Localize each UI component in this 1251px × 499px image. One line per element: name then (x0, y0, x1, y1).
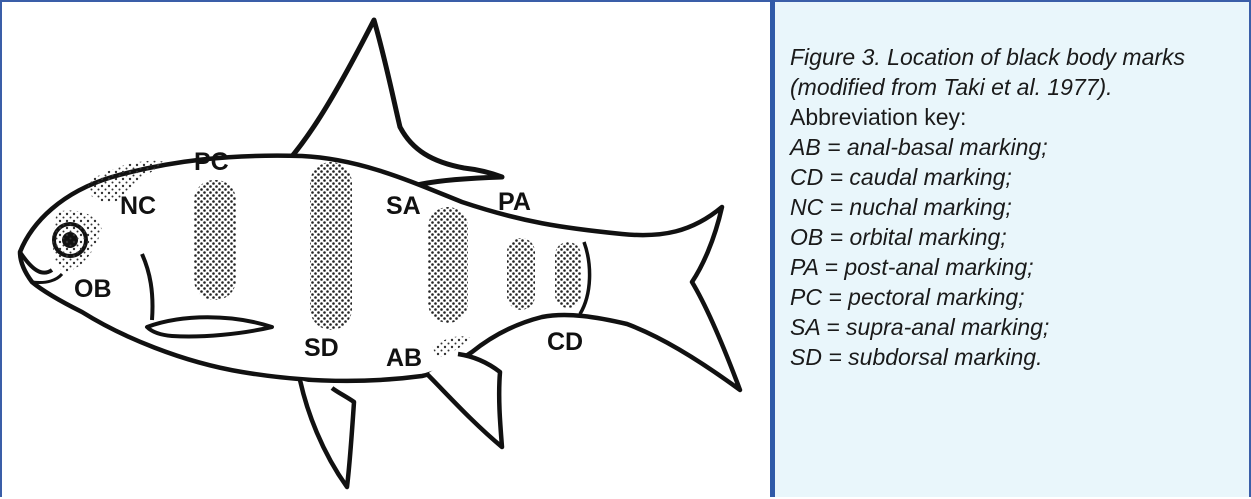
cd-marking (555, 242, 581, 308)
pelvic-fin (300, 380, 354, 487)
abbreviation-key: AB = anal-basal marking; CD = caudal mar… (790, 132, 1235, 372)
key-item-ab: AB = anal-basal marking; (790, 132, 1235, 162)
key-item-pa: PA = post-anal marking; (790, 252, 1235, 282)
key-item-pc: PC = pectoral marking; (790, 282, 1235, 312)
label-pc: PC (194, 148, 229, 176)
label-sa: SA (386, 192, 421, 220)
key-item-ob: OB = orbital marking; (790, 222, 1235, 252)
label-sd: SD (304, 334, 339, 362)
key-item-sd: SD = subdorsal marking. (790, 342, 1235, 372)
key-heading: Abbreviation key: (790, 102, 1235, 132)
fish-body (20, 156, 740, 390)
figure-caption: Figure 3. Location of black body marks (… (790, 42, 1235, 102)
pa-marking (507, 238, 535, 310)
key-item-nc: NC = nuchal marking; (790, 192, 1235, 222)
pc-marking (194, 180, 236, 300)
key-item-cd: CD = caudal marking; (790, 162, 1235, 192)
label-nc: NC (120, 192, 156, 220)
label-pa: PA (498, 188, 531, 216)
caption-panel: Figure 3. Location of black body marks (… (775, 0, 1251, 497)
label-ab: AB (386, 344, 422, 372)
sa-marking (428, 207, 468, 323)
figure-panel: PC NC OB SD SA PA AB CD (0, 0, 770, 497)
label-ob: OB (74, 275, 112, 303)
key-item-sa: SA = supra-anal marking; (790, 312, 1235, 342)
sd-marking (310, 162, 352, 330)
anal-fin (427, 354, 502, 447)
fish-diagram: PC NC OB SD SA PA AB CD (2, 2, 772, 499)
label-cd: CD (547, 328, 583, 356)
